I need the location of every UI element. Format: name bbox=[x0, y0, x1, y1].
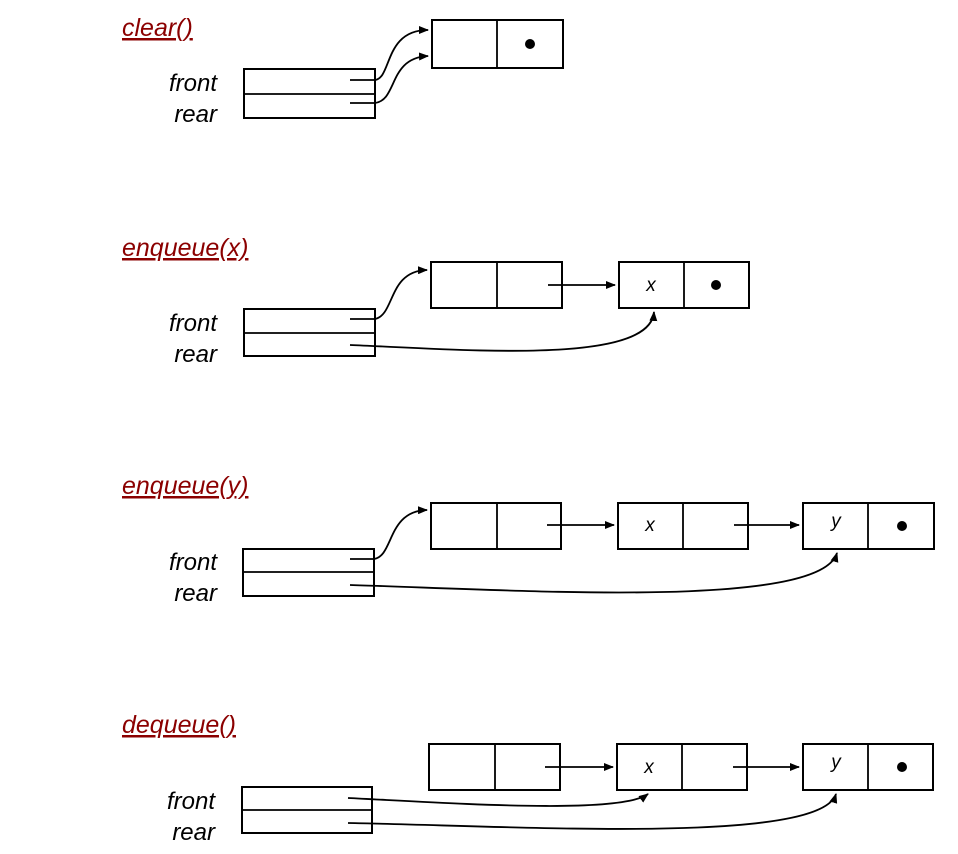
list-node bbox=[430, 502, 562, 550]
null-dot-icon bbox=[897, 521, 907, 531]
rear-pointer-arrow bbox=[347, 793, 838, 830]
node-value: y bbox=[829, 752, 842, 773]
rear-label: rear bbox=[174, 580, 218, 607]
rear-pointer-arrow bbox=[349, 311, 658, 352]
list-node: x bbox=[618, 261, 750, 309]
front-label: front bbox=[169, 70, 218, 97]
panel-enqueue-y: enqueue(y) front rear x y bbox=[122, 472, 935, 607]
front-pointer-arrow bbox=[350, 26, 429, 81]
node-box bbox=[430, 502, 562, 550]
list-node: y bbox=[802, 743, 934, 791]
operation-title: enqueue(x) bbox=[122, 234, 248, 262]
operation-title: dequeue() bbox=[122, 711, 236, 739]
rear-pointer-arrow bbox=[350, 52, 429, 104]
rear-label: rear bbox=[174, 101, 218, 128]
front-label: front bbox=[167, 788, 216, 815]
list-node: y bbox=[802, 502, 935, 550]
front-pointer-arrow bbox=[350, 506, 428, 560]
operation-title: clear() bbox=[122, 14, 193, 42]
node-value: y bbox=[829, 511, 842, 532]
node-value: x bbox=[644, 515, 656, 536]
list-node: x bbox=[616, 743, 748, 791]
operation-title: enqueue(y) bbox=[122, 472, 248, 500]
rear-label: rear bbox=[174, 341, 218, 368]
front-label: front bbox=[169, 310, 218, 337]
null-dot-icon bbox=[897, 762, 907, 772]
front-label: front bbox=[169, 549, 218, 576]
list-node bbox=[430, 261, 563, 309]
null-dot-icon bbox=[525, 39, 535, 49]
front-pointer-arrow bbox=[347, 793, 649, 807]
list-node: x bbox=[617, 502, 749, 550]
panel-enqueue-x: enqueue(x) front rear x bbox=[122, 234, 750, 368]
null-dot-icon bbox=[711, 280, 721, 290]
list-node bbox=[428, 743, 561, 791]
rear-pointer-arrow bbox=[349, 552, 839, 594]
front-pointer-arrow bbox=[350, 266, 428, 320]
node-value: x bbox=[643, 757, 655, 778]
panel-clear: clear() front rear bbox=[122, 14, 564, 128]
rear-label: rear bbox=[172, 819, 216, 846]
node-value: x bbox=[645, 275, 657, 296]
panel-dequeue: dequeue() front rear x y bbox=[122, 711, 934, 846]
list-node bbox=[431, 19, 564, 69]
